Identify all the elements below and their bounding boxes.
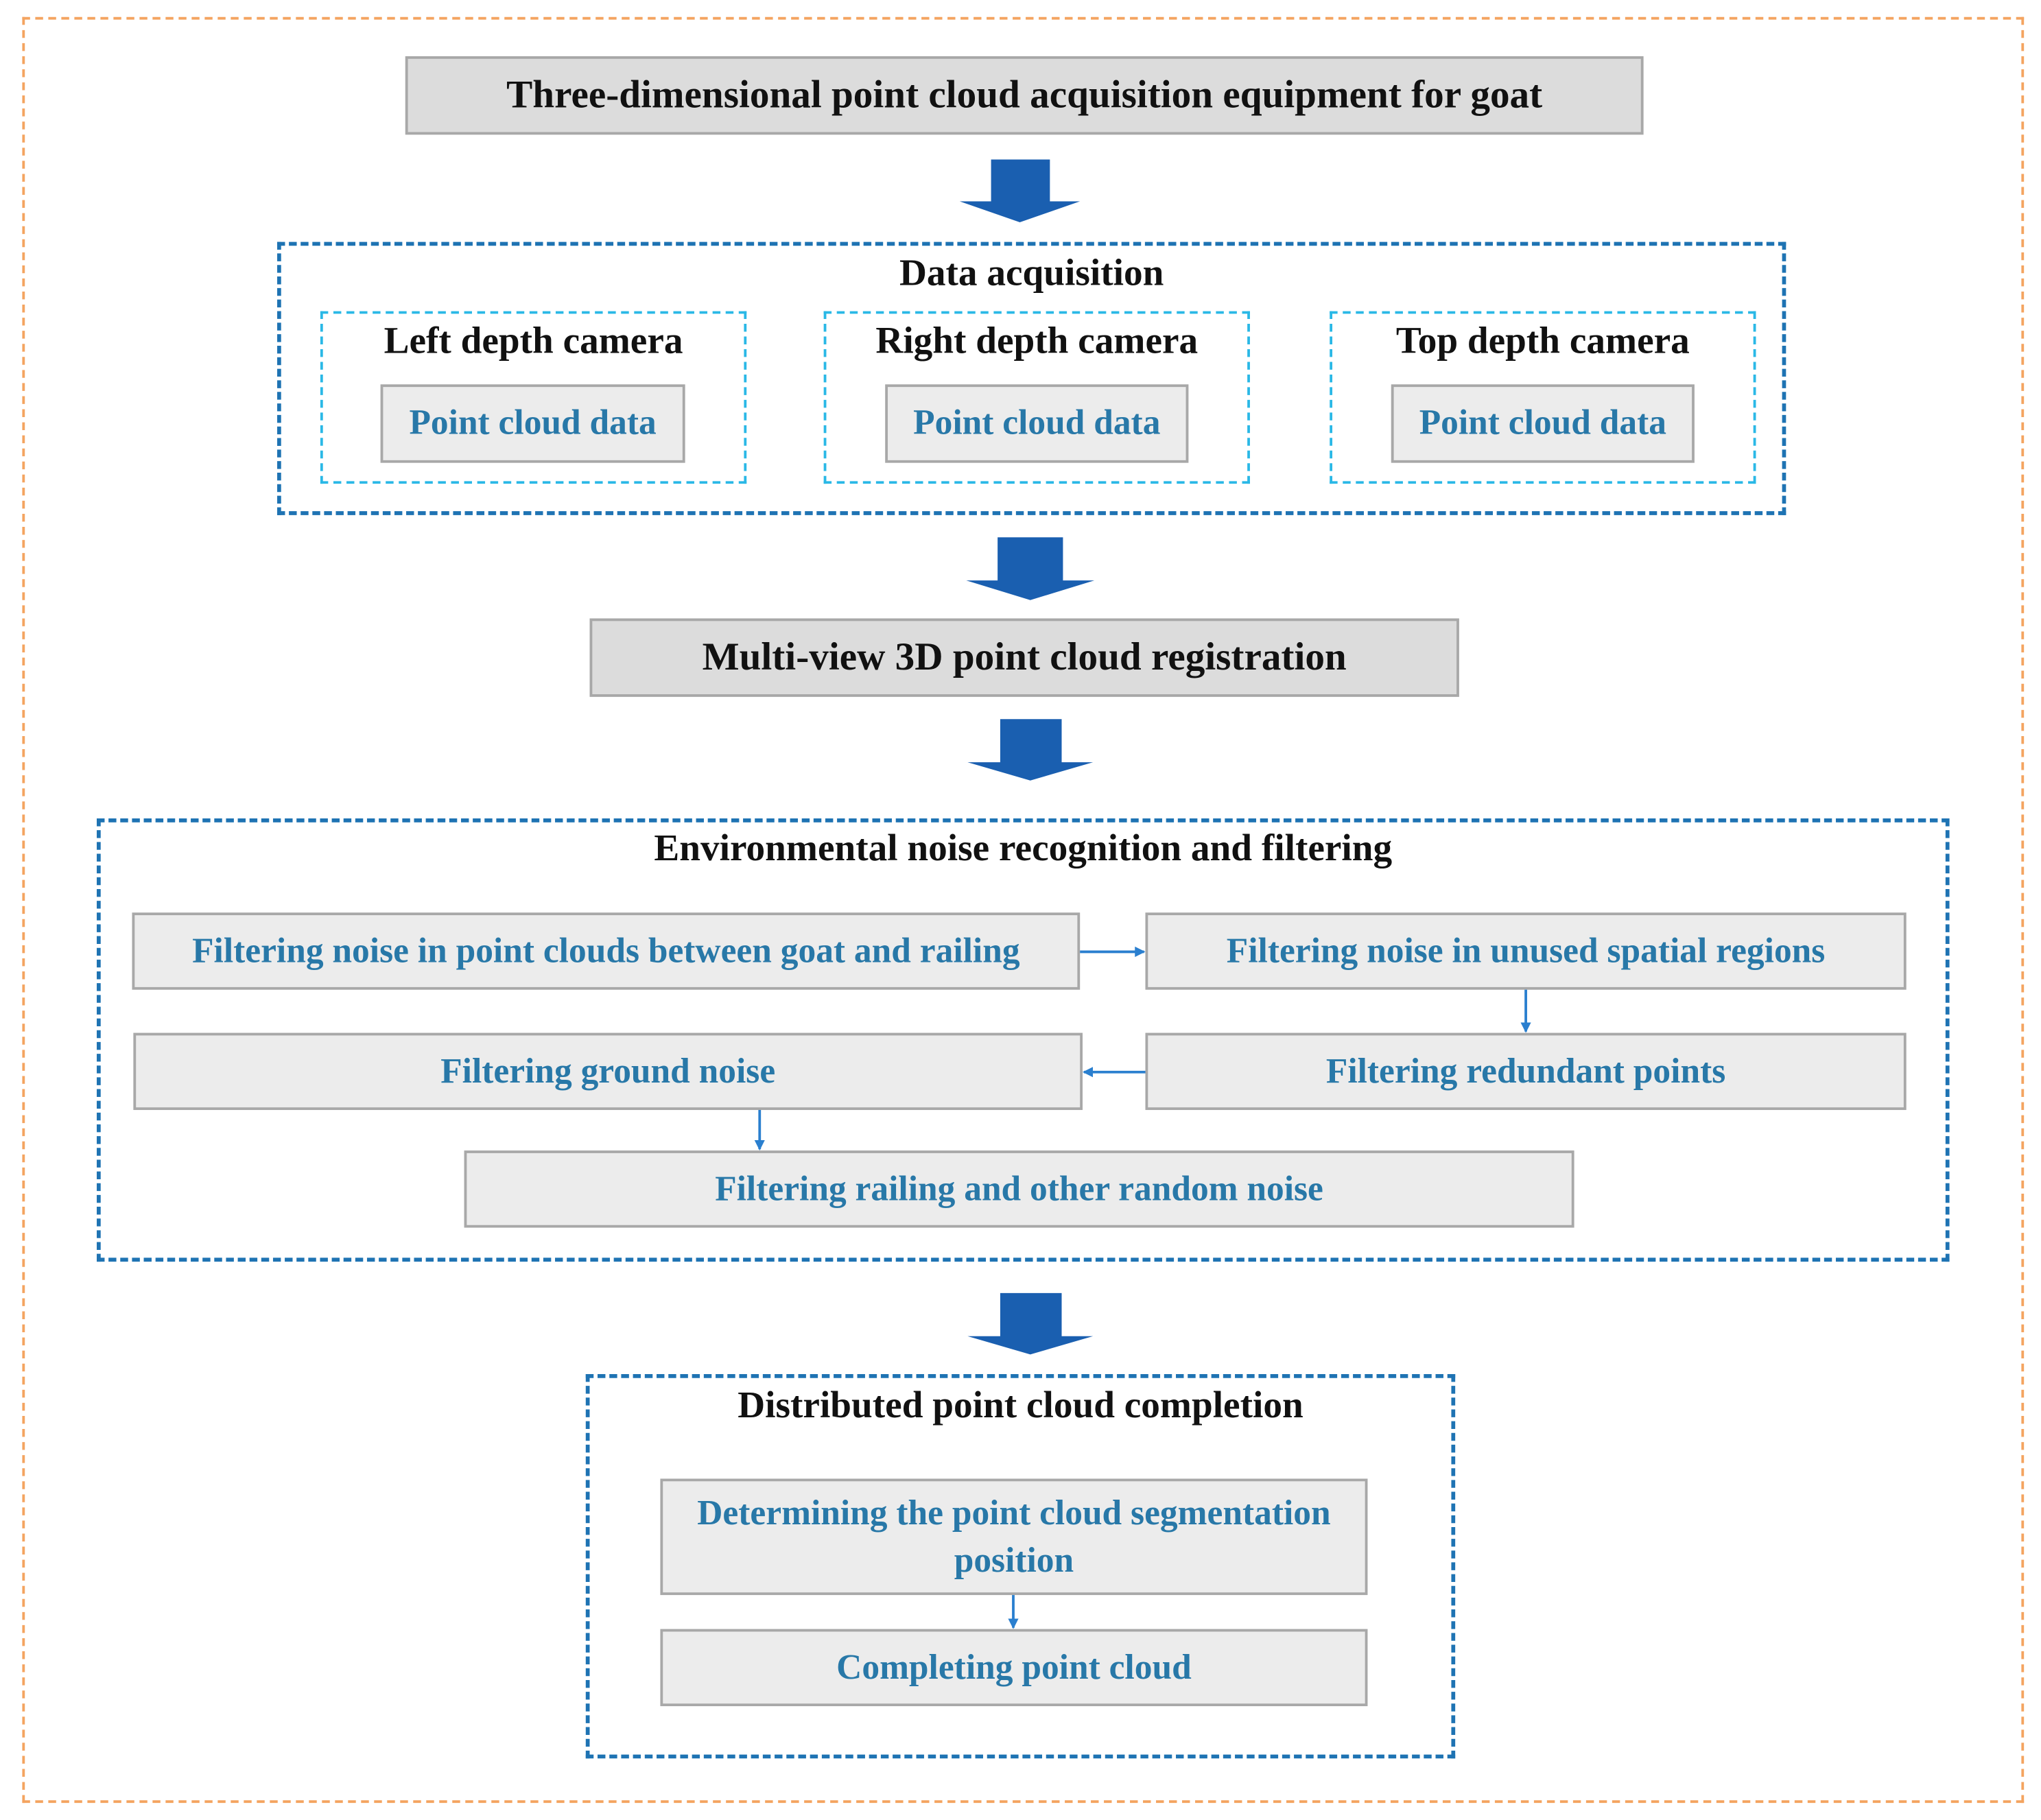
filter-ground-noise-box: Filtering ground noise bbox=[133, 1032, 1083, 1111]
top-camera-label: Top depth camera bbox=[1395, 320, 1690, 362]
noise-filtering-group bbox=[97, 818, 1950, 1262]
filter-railing-random-box: Filtering railing and other random noise bbox=[464, 1150, 1574, 1228]
filter-goat-railing-box: Filtering noise in point clouds between … bbox=[132, 912, 1081, 990]
noise-filtering-title: Environmental noise recognition and filt… bbox=[654, 827, 1393, 870]
data-acquisition-group bbox=[277, 241, 1786, 515]
big-arrow-1 bbox=[959, 159, 1081, 222]
completing-point-cloud-box: Completing point cloud bbox=[660, 1629, 1368, 1707]
filter-unused-regions-box: Filtering noise in unused spatial region… bbox=[1145, 912, 1907, 990]
right-camera-panel bbox=[823, 311, 1250, 484]
registration-box: Multi-view 3D point cloud registration bbox=[589, 618, 1459, 697]
equipment-box: Three-dimensional point cloud acquisitio… bbox=[405, 56, 1644, 135]
right-point-cloud-box: Point cloud data bbox=[885, 384, 1189, 463]
segmentation-position-box: Determining the point cloud segmentation… bbox=[660, 1478, 1368, 1596]
right-camera-label: Right depth camera bbox=[875, 320, 1199, 362]
data-acquisition-title: Data acquisition bbox=[899, 252, 1164, 294]
big-arrow-4 bbox=[967, 1292, 1094, 1355]
top-point-cloud-box: Point cloud data bbox=[1391, 384, 1695, 463]
big-arrow-2 bbox=[966, 537, 1095, 600]
completion-title: Distributed point cloud completion bbox=[738, 1384, 1303, 1427]
filter-redundant-points-box: Filtering redundant points bbox=[1145, 1032, 1907, 1111]
left-camera-panel bbox=[320, 311, 747, 484]
completion-group bbox=[585, 1373, 1456, 1759]
left-camera-label: Left depth camera bbox=[384, 320, 683, 362]
left-point-cloud-box: Point cloud data bbox=[380, 384, 685, 463]
top-camera-panel bbox=[1330, 311, 1756, 484]
outer-frame bbox=[22, 16, 2025, 1804]
big-arrow-3 bbox=[967, 719, 1094, 781]
